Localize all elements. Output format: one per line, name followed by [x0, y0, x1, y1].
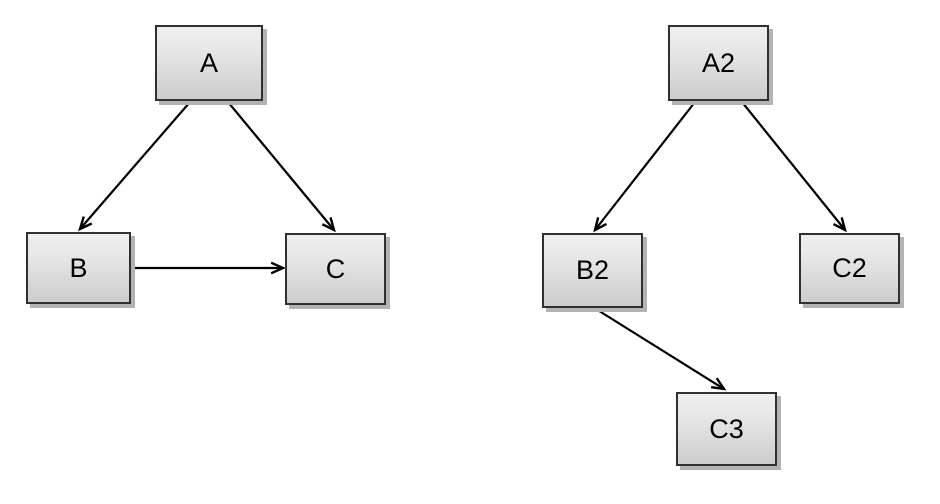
edge-a2-c2[interactable]: [741, 101, 847, 233]
node-label: B: [69, 252, 88, 283]
arrowhead-icon: [593, 217, 608, 233]
node-label: B2: [575, 255, 610, 285]
edge-b2-c3[interactable]: [595, 308, 727, 391]
node-label: A: [199, 47, 218, 78]
edge-line: [79, 101, 191, 230]
node-b2[interactable]: B2: [542, 233, 643, 308]
node-c3[interactable]: C3: [676, 392, 777, 466]
edge-line: [594, 101, 696, 231]
edge-line: [595, 308, 725, 390]
node-c2[interactable]: C2: [799, 233, 900, 304]
arrowhead-icon: [270, 261, 286, 275]
edge-a2-b2[interactable]: [593, 101, 696, 233]
arrowhead-icon: [832, 217, 847, 233]
node-label: C: [325, 253, 346, 284]
node-label: C3: [709, 413, 744, 444]
edge-a-c[interactable]: [227, 101, 336, 233]
arrowhead-icon: [710, 377, 727, 391]
node-b[interactable]: B: [26, 232, 131, 304]
edge-a-b[interactable]: [78, 101, 191, 232]
node-c[interactable]: C: [285, 233, 386, 305]
edge-line: [227, 101, 335, 231]
node-label: C2: [832, 253, 867, 283]
node-a2[interactable]: A2: [668, 25, 769, 101]
edge-line: [741, 101, 846, 231]
node-label: A2: [701, 47, 736, 78]
edge-b-c[interactable]: [133, 261, 286, 275]
arrowhead-icon: [321, 217, 336, 233]
arrowhead-icon: [78, 216, 93, 232]
node-a[interactable]: A: [155, 25, 263, 101]
